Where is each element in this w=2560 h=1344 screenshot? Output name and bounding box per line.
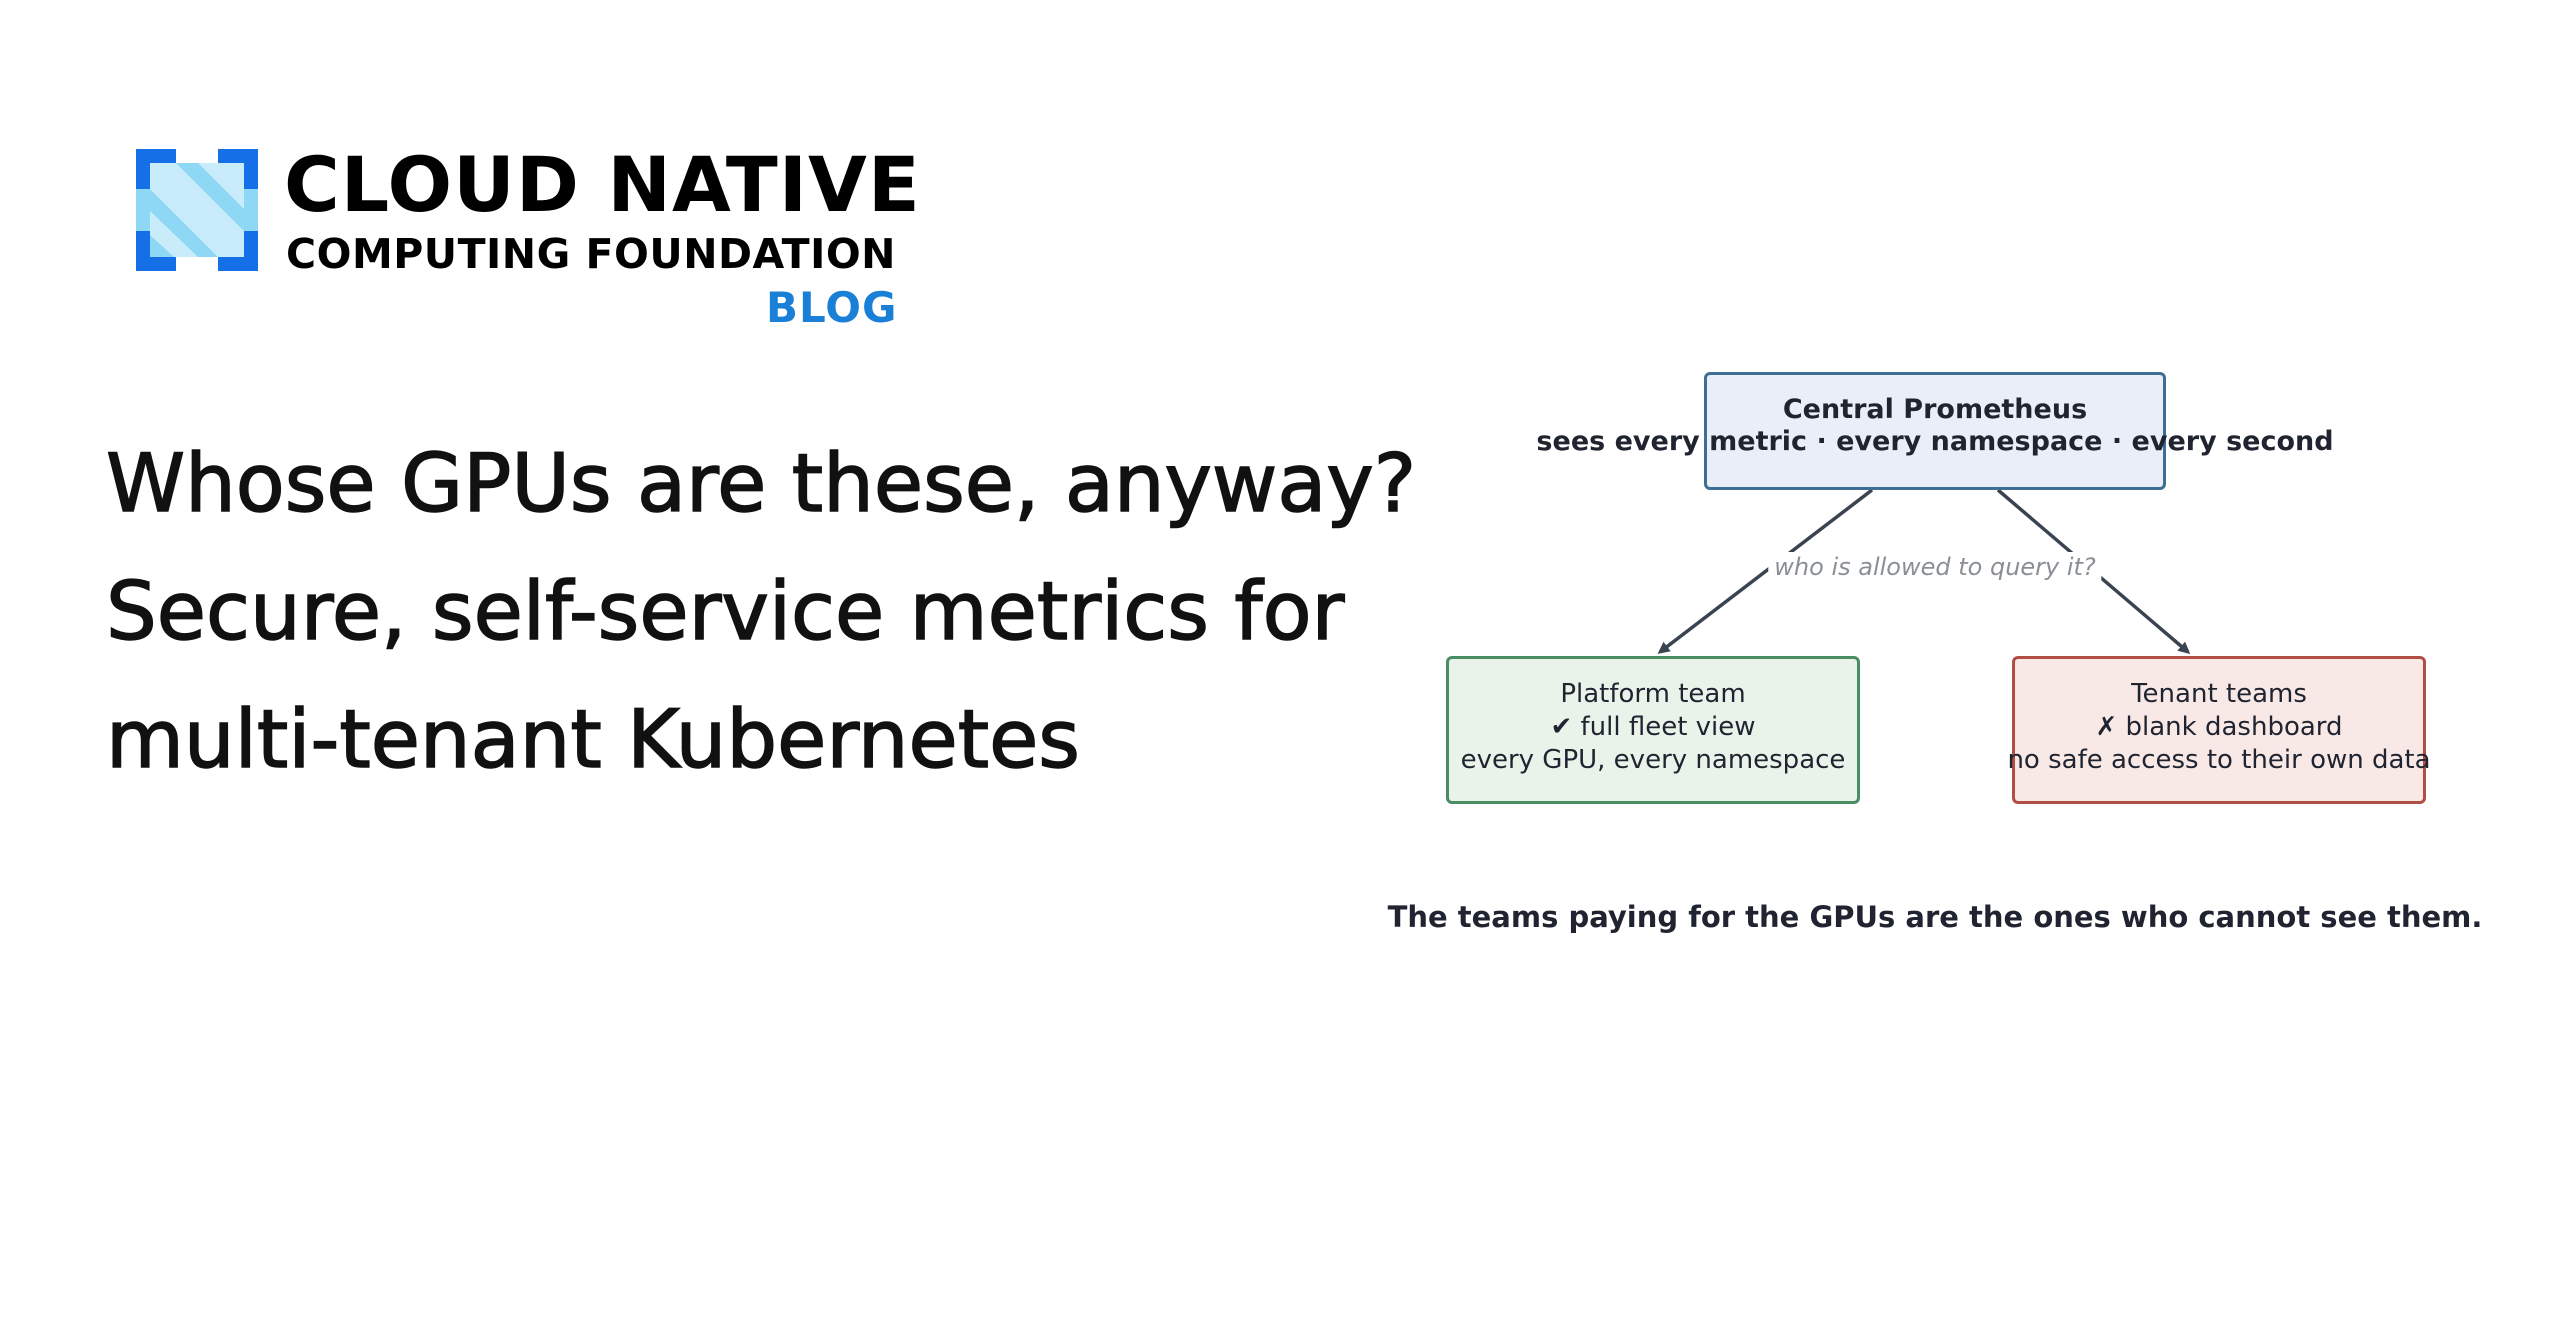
logo-blog-label: BLOG: [766, 283, 898, 332]
central-prometheus-subtitle: sees every metric · every namespace · ev…: [1536, 426, 2334, 457]
logo-wordmark-line1: CLOUD NATIVE: [284, 140, 921, 229]
tenant-teams-node: [2012, 656, 2426, 804]
article-headline: Whose GPUs are these, anyway? Secure, se…: [105, 436, 1417, 787]
tenant-teams-status: ✗ blank dashboard: [2095, 712, 2343, 742]
central-prometheus-node: [1704, 372, 2166, 490]
cncf-blog-logo[interactable]: CLOUD NATIVE COMPUTING FOUNDATION BLOG: [136, 140, 956, 347]
prometheus-access-diagram: Central Prometheus sees every metric · e…: [1380, 360, 2500, 960]
tenant-teams-detail: no safe access to their own data: [2007, 745, 2431, 775]
arrow-to-platform: [1657, 488, 1874, 654]
central-prometheus-title: Central Prometheus: [1782, 394, 2088, 425]
cncf-logo-icon: [136, 149, 258, 271]
platform-team-detail: every GPU, every namespace: [1460, 745, 1846, 775]
tenant-teams-title: Tenant teams: [2131, 679, 2307, 709]
platform-team-title: Platform team: [1560, 679, 1746, 709]
logo-wordmark-line2: COMPUTING FOUNDATION: [286, 230, 896, 278]
diagram-caption: The teams paying for the GPUs are the on…: [1387, 900, 2483, 934]
platform-team-node: [1446, 656, 1860, 804]
platform-team-status: ✔ full fleet view: [1550, 712, 1756, 742]
edge-query-label: who is allowed to query it?: [1768, 552, 2102, 582]
